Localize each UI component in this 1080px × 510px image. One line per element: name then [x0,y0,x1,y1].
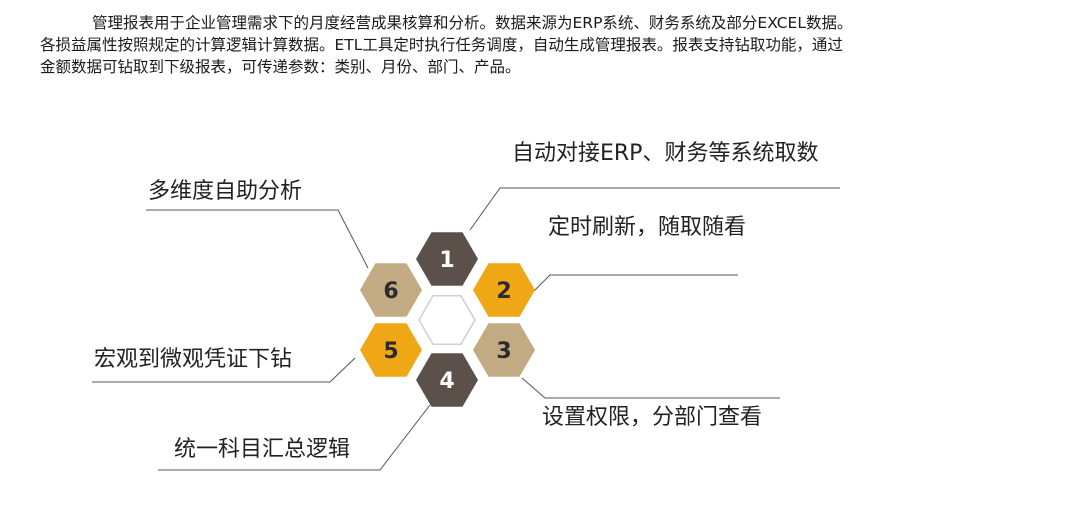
hexagon-5 [360,323,422,377]
leader-line-5 [92,357,356,383]
label-item-4: 统一科目汇总逻辑 [174,437,351,462]
label-item-6: 多维度自助分析 [148,179,303,204]
hexagon-number-2: 2 [496,279,511,304]
leader-lines [92,187,840,471]
hexagon-number-3: 3 [496,339,511,364]
leader-line-6 [146,209,369,269]
hexagon-number-6: 6 [383,279,398,304]
label-item-1: 自动对接ERP、财务等系统取数 [512,141,819,166]
hexagon-2 [473,263,535,317]
intro-line-1: 管理报表用于企业管理需求下的月度经营成果核算和分析。数据来源为ERP系统、财务系… [92,14,853,32]
intro-paragraph: 管理报表用于企业管理需求下的月度经营成果核算和分析。数据来源为ERP系统、财务系… [40,12,1050,78]
intro-line-2: 各损益属性按照规定的计算逻辑计算数据。ETL工具定时执行任务调度，自动生成管理报… [40,36,843,54]
leader-line-4 [158,404,431,471]
intro-line-3: 金额数据可钻取到下级报表，可传递参数：类别、月份、部门、产品。 [40,58,521,76]
hexagon-number-1: 1 [439,248,454,273]
leader-line-3 [521,377,780,399]
label-item-5: 宏观到微观凭证下钻 [94,347,293,372]
hexagon-4 [416,353,478,407]
hexagon-6 [360,263,422,317]
hexagon-cluster: 1 2 3 4 5 6 [360,232,535,407]
leader-line-1 [469,187,840,231]
hexagon-1 [416,232,478,286]
hexagon-3 [473,323,535,377]
label-item-3: 设置权限，分部门查看 [542,405,763,430]
center-hexagon-outline [418,295,476,345]
hexagon-number-5: 5 [383,339,398,364]
leader-line-2 [532,274,738,293]
hexagon-number-4: 4 [439,369,454,394]
label-item-2: 定时刷新，随取随看 [548,215,747,240]
